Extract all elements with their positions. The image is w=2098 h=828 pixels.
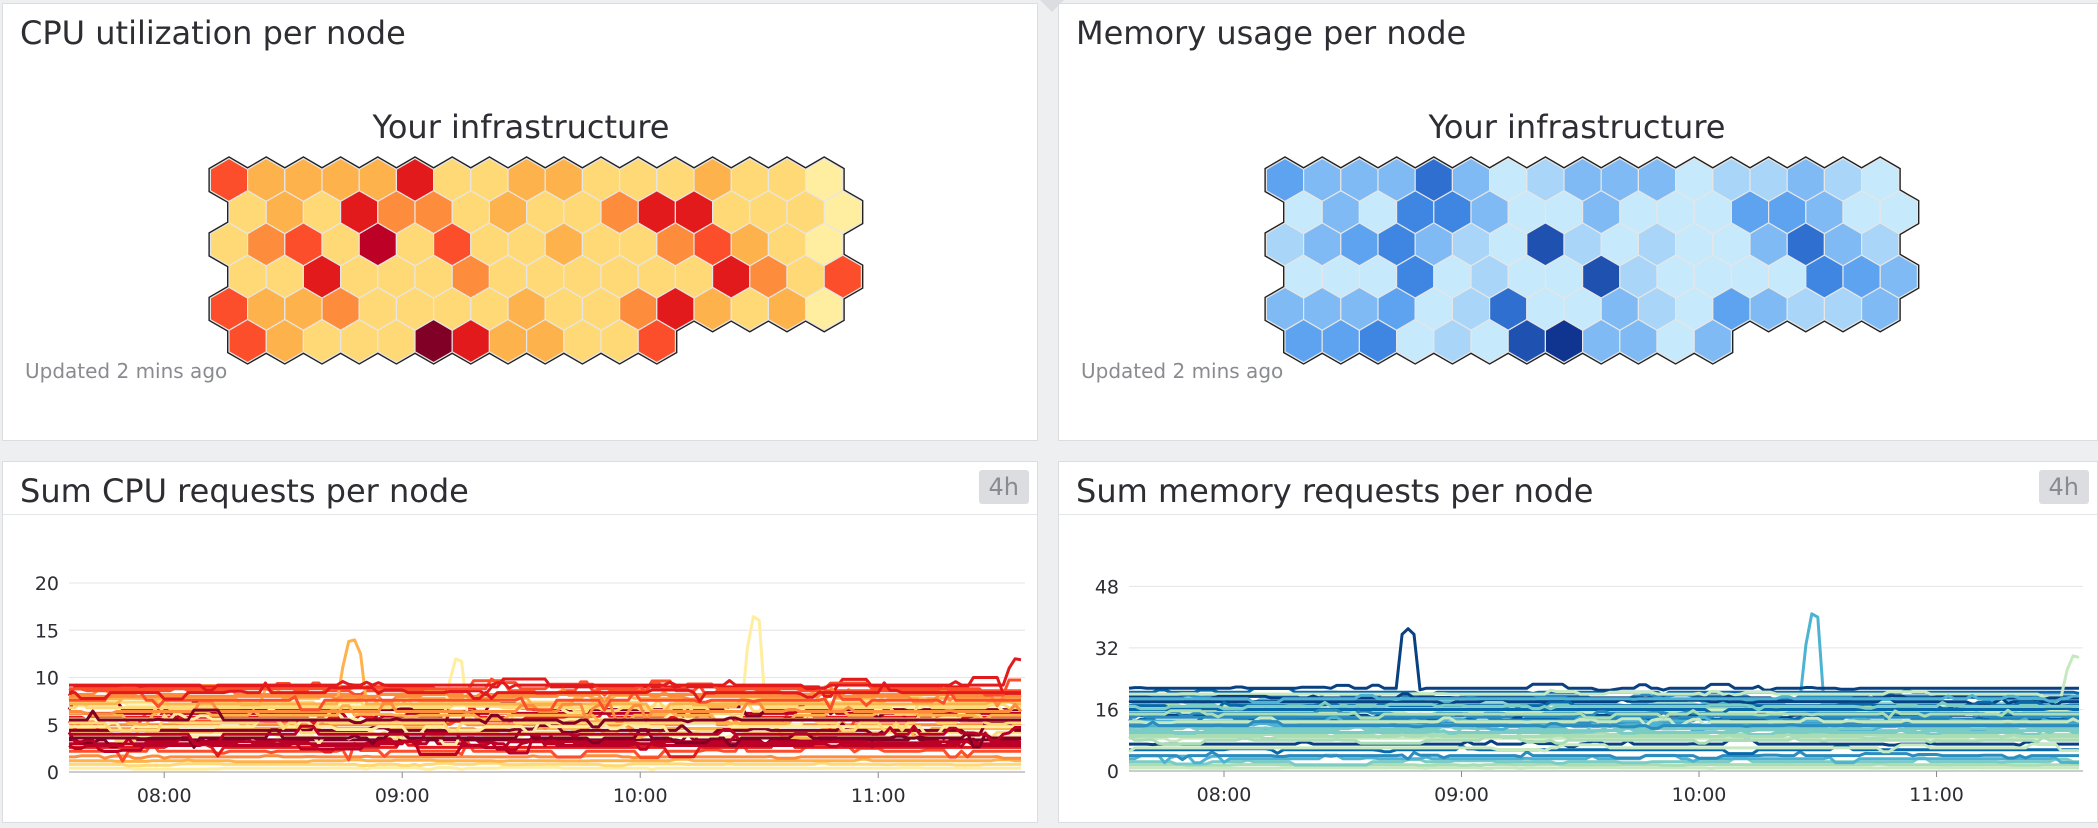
series-line[interactable] [1128, 723, 2079, 734]
series-line[interactable] [69, 700, 1023, 723]
series-line[interactable] [69, 703, 1021, 725]
series-line[interactable] [69, 754, 1021, 760]
series-line[interactable] [1129, 750, 2079, 762]
y-tick-label: 48 [1095, 576, 1119, 598]
memory-hostmap: Your infrastructure Updated 2 mins ago [1081, 108, 1920, 383]
series-line[interactable] [1129, 720, 2079, 730]
hostmap-subtitle: Your infrastructure [1428, 108, 1726, 146]
series-line[interactable] [69, 724, 1021, 745]
series-line[interactable] [1129, 696, 2079, 708]
series-line[interactable] [1129, 693, 2079, 704]
x-tick-label: 10:00 [1672, 784, 1727, 806]
series-line[interactable] [1129, 708, 2079, 720]
series-line[interactable] [1128, 699, 2079, 709]
series-line[interactable] [1129, 700, 2079, 712]
series-line[interactable] [69, 697, 1021, 719]
series-line[interactable] [67, 676, 1021, 698]
series-line[interactable] [69, 706, 1021, 726]
series-line[interactable] [1129, 728, 2079, 737]
series-line[interactable] [69, 657, 1022, 692]
y-tick-label: 0 [1107, 761, 1119, 783]
y-tick-label: 32 [1095, 638, 1119, 660]
series-line[interactable] [1129, 766, 2079, 770]
series-line[interactable] [69, 685, 1021, 708]
series-line[interactable] [1129, 753, 2079, 765]
series-line[interactable] [69, 736, 1021, 759]
title-divider [1059, 514, 2097, 515]
hexagon-grid [1265, 157, 1919, 364]
cpu-hostmap: Your infrastructure Updated 2 mins ago [25, 108, 864, 383]
series-line[interactable] [1129, 716, 2080, 728]
x-tick-label: 09:00 [1434, 784, 1489, 806]
series-line[interactable] [69, 757, 1021, 764]
series-line[interactable] [69, 708, 1021, 729]
series-line[interactable] [69, 681, 1021, 703]
host-hexagon[interactable] [1860, 286, 1900, 331]
x-tick-label: 08:00 [137, 785, 192, 807]
y-tick-label: 10 [35, 668, 59, 690]
series-line[interactable] [69, 722, 1021, 738]
series-line[interactable] [68, 734, 1021, 756]
x-tick-label: 11:00 [1909, 784, 1964, 806]
series-line[interactable] [69, 711, 1021, 735]
series-line[interactable] [69, 689, 1021, 712]
series-line[interactable] [1129, 744, 2079, 756]
x-tick-label: 08:00 [1197, 784, 1252, 806]
series-line[interactable] [1129, 654, 2080, 699]
cpu-requests-chart[interactable]: 0 5 10 15 20 08:00 09:00 10:00 11:00 [3, 515, 1039, 823]
series-line[interactable] [1129, 762, 2079, 767]
cpu-utilization-widget: CPU utilization per node Your infrastruc… [2, 3, 1038, 441]
series-line[interactable] [69, 732, 1022, 749]
series-line[interactable] [1128, 742, 2079, 754]
memory-requests-chart[interactable]: 0 16 32 48 08:00 09:00 10:00 11:00 [1059, 515, 2098, 823]
timeframe-badge[interactable]: 4h [978, 470, 1029, 504]
series-line[interactable] [69, 704, 1021, 726]
updated-timestamp: Updated 2 mins ago [1081, 359, 1283, 383]
series-line[interactable] [1129, 730, 2079, 740]
memory-usage-widget: Memory usage per node Your infrastructur… [1058, 3, 2098, 441]
timeframe-badge[interactable]: 4h [2038, 470, 2089, 504]
widget-title: CPU utilization per node [20, 14, 406, 52]
series-line[interactable] [69, 765, 1021, 771]
x-tick-label: 11:00 [851, 785, 906, 807]
series-line[interactable] [69, 761, 1021, 768]
x-tick-label: 09:00 [375, 785, 430, 807]
widget-caret [1040, 0, 1064, 12]
hostmap-subtitle: Your infrastructure [372, 108, 670, 146]
series-line[interactable] [1129, 705, 2079, 715]
y-tick-label: 0 [47, 762, 59, 784]
series-line[interactable] [69, 638, 1021, 715]
series-line[interactable] [1129, 734, 2080, 743]
series-line[interactable] [69, 727, 1021, 749]
series-line[interactable] [1128, 734, 2079, 746]
y-tick-label: 20 [35, 573, 59, 595]
series-line[interactable] [1129, 733, 2079, 740]
updated-timestamp: Updated 2 mins ago [25, 359, 227, 383]
cpu-requests-widget: Sum CPU requests per node 4h 0 5 10 15 20 08:… [2, 461, 1038, 823]
series-line[interactable] [1128, 627, 2079, 692]
host-hexagon[interactable] [804, 286, 844, 331]
series-line[interactable] [67, 730, 1021, 753]
widget-title: Memory usage per node [1076, 14, 1467, 52]
host-hexagon[interactable] [1693, 318, 1733, 364]
y-tick-label: 15 [35, 620, 59, 642]
y-tick-label: 5 [47, 715, 59, 737]
hexagon-grid [209, 157, 863, 364]
x-tick-label: 10:00 [613, 785, 668, 807]
widget-title: Sum CPU requests per node [20, 472, 469, 510]
y-tick-label: 16 [1095, 699, 1119, 721]
host-hexagon[interactable] [637, 318, 677, 364]
series-line[interactable] [69, 677, 1021, 697]
widget-title: Sum memory requests per node [1076, 472, 1594, 510]
title-divider [3, 514, 1037, 515]
